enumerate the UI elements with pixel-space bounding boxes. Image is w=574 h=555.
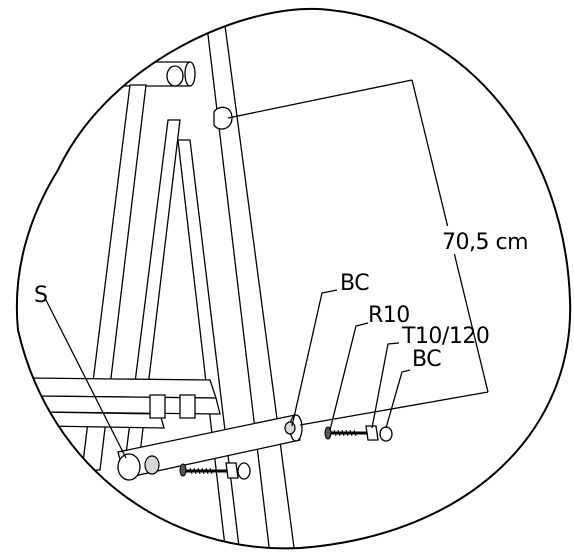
dimension-line-top: [227, 79, 413, 119]
shelf-block-2: [179, 394, 196, 419]
s-dowel-end: [117, 453, 141, 481]
dimension-line-bottom: [299, 391, 489, 426]
lower-bolt-thread: [189, 467, 213, 475]
crossbar-end: [184, 61, 196, 87]
detail-circle: [15, 7, 572, 550]
shelf-block-1: [149, 394, 166, 419]
lower-bolt-head: [225, 462, 239, 479]
label-bc-lower: BC: [412, 347, 441, 372]
s-cap: [144, 455, 160, 475]
bolt-thread: [333, 429, 357, 437]
leader-bc-upper: [291, 289, 338, 427]
dimension-label: 70,5 cm: [442, 230, 528, 255]
leader-s: [45, 299, 127, 459]
bc-cap-upper: [284, 421, 296, 435]
label-r10: R10: [368, 303, 410, 328]
leader-t10: [371, 342, 400, 429]
lower-hardware: [179, 462, 251, 480]
upper-hardware: [324, 425, 393, 442]
lower-cap: [237, 462, 251, 480]
post-connector: [213, 106, 233, 130]
left-leg: [81, 84, 147, 471]
frame-group: [29, 17, 303, 549]
bc-cap-lower: [379, 426, 393, 442]
leader-bc-lower: [385, 369, 411, 429]
crossbar-cap: [166, 65, 184, 87]
label-bc-upper: BC: [340, 271, 369, 296]
label-t10: T10/120: [401, 324, 489, 349]
dimension-label-bg: [438, 226, 530, 254]
bolt-t10-head: [365, 425, 379, 441]
leader-r10: [329, 322, 369, 431]
label-s: S: [34, 283, 47, 308]
washer-lower: [179, 463, 187, 477]
